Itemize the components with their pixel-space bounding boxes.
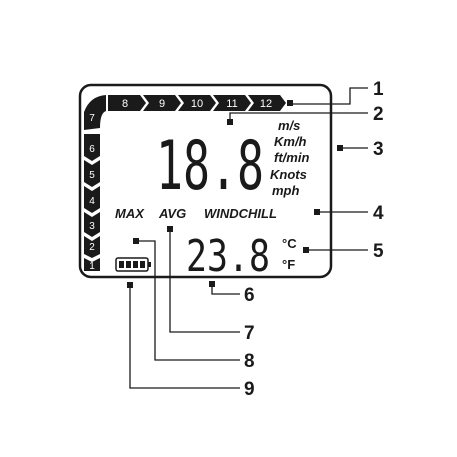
anchor-point xyxy=(133,238,139,244)
bargraph-segment xyxy=(84,186,100,213)
bargraph-label: 12 xyxy=(260,98,272,110)
anchor-point xyxy=(287,100,293,106)
bargraph-top: 8 9 10 11 12 xyxy=(108,95,286,111)
callout-2: 2 xyxy=(373,104,384,125)
bargraph-segment xyxy=(178,95,216,111)
bargraph-label: 4 xyxy=(89,196,95,207)
unit-label: ft/min xyxy=(274,150,309,165)
main-reading: 18.8 xyxy=(156,127,264,206)
bargraph-label: 11 xyxy=(226,98,237,110)
mode-windchill: WINDCHILL xyxy=(204,206,277,221)
anchor-point xyxy=(314,209,320,215)
mode-avg: AVG xyxy=(158,206,186,221)
callout-7: 7 xyxy=(244,323,255,344)
lcd-frame xyxy=(78,83,333,279)
anchor-point xyxy=(209,281,215,287)
bargraph-segment xyxy=(84,212,100,237)
bargraph-segment xyxy=(84,134,100,161)
callout-8: 8 xyxy=(244,351,255,372)
leader-7 xyxy=(169,229,240,333)
leader-8 xyxy=(136,240,240,361)
bargraph-segment xyxy=(84,236,100,258)
bargraph-segment xyxy=(84,95,106,130)
anchor-point xyxy=(127,282,133,288)
anchor-point xyxy=(227,119,233,125)
bargraph-label: 1 xyxy=(89,261,95,272)
unit-celsius: °C xyxy=(282,236,297,251)
unit-label: Km/h xyxy=(274,134,307,149)
bargraph-left: 7 6 5 4 3 2 1 xyxy=(84,95,106,272)
bargraph-segment xyxy=(213,95,251,111)
callout-5: 5 xyxy=(373,241,384,262)
battery-icon xyxy=(115,257,151,272)
leader-lines xyxy=(129,87,368,389)
unit-label: m/s xyxy=(278,118,300,133)
leader-2 xyxy=(229,112,368,121)
mode-max: MAX xyxy=(115,206,145,221)
bargraph-segment xyxy=(248,95,286,111)
bargraph-label: 5 xyxy=(89,170,95,181)
bargraph-segment xyxy=(108,95,146,111)
bargraph-label: 7 xyxy=(89,113,95,124)
bargraph-label: 2 xyxy=(89,242,95,253)
callout-numbers: 1 2 3 4 5 6 7 8 9 xyxy=(244,79,384,400)
temperature-reading: 23.8 xyxy=(186,231,270,282)
bargraph-segment xyxy=(84,160,100,187)
bargraph-label: 8 xyxy=(122,98,128,110)
leader-9 xyxy=(129,285,240,389)
anchor-point xyxy=(303,247,309,253)
bargraph-label: 6 xyxy=(89,144,95,155)
temp-units: °C °F xyxy=(282,236,297,272)
anchor-point xyxy=(337,145,343,151)
unit-label: mph xyxy=(272,183,300,198)
anchor-point xyxy=(167,226,173,232)
bargraph-segment xyxy=(84,258,100,271)
leader-6 xyxy=(211,284,240,295)
bargraph-label: 3 xyxy=(89,221,95,232)
speed-units: m/s Km/h ft/min Knots mph xyxy=(270,118,309,198)
unit-label: Knots xyxy=(270,167,307,182)
mode-row: MAX AVG WINDCHILL xyxy=(115,206,277,221)
callout-4: 4 xyxy=(373,203,384,224)
callout-3: 3 xyxy=(373,139,384,160)
unit-fahrenheit: °F xyxy=(282,257,295,272)
bargraph-label: 10 xyxy=(191,98,203,110)
bargraph-label: 9 xyxy=(159,98,165,110)
anchor-points xyxy=(127,100,343,288)
callout-9: 9 xyxy=(244,379,255,400)
callout-6: 6 xyxy=(244,285,255,306)
leader-1 xyxy=(291,87,368,105)
callout-1: 1 xyxy=(373,79,384,100)
bargraph-segment xyxy=(143,95,181,111)
